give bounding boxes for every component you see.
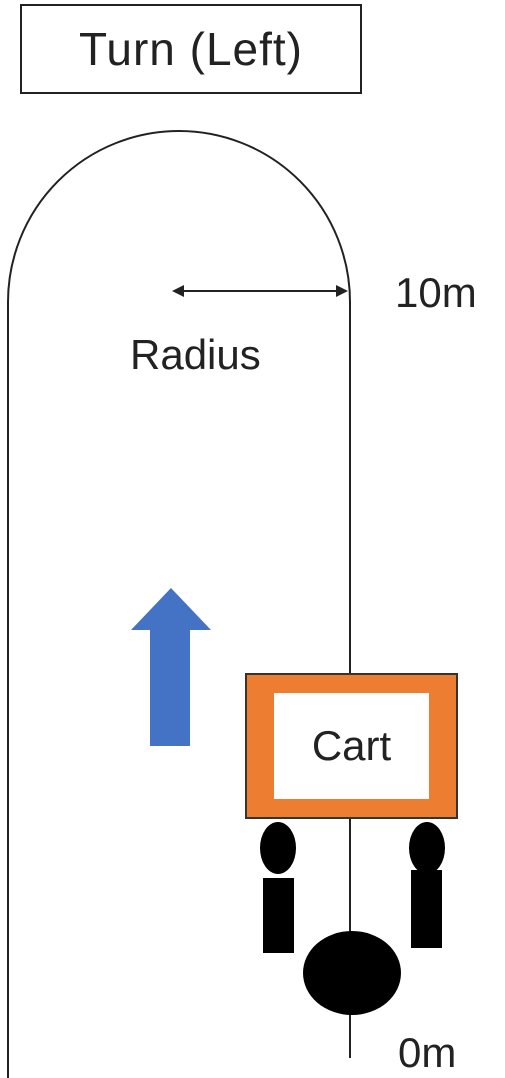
cart-box: Cart <box>245 673 458 819</box>
radius-arrow <box>172 285 348 297</box>
radius-label: Radius <box>130 331 261 378</box>
distance-label-10m: 10m <box>395 269 477 316</box>
diagram-title: Turn (Left) <box>20 4 362 94</box>
turn-track <box>7 130 351 1078</box>
cart-label: Cart <box>274 693 429 799</box>
person-topdown-icon <box>260 822 445 1015</box>
arrow-up-icon <box>131 588 211 746</box>
distance-label-0m: 0m <box>398 1029 457 1076</box>
